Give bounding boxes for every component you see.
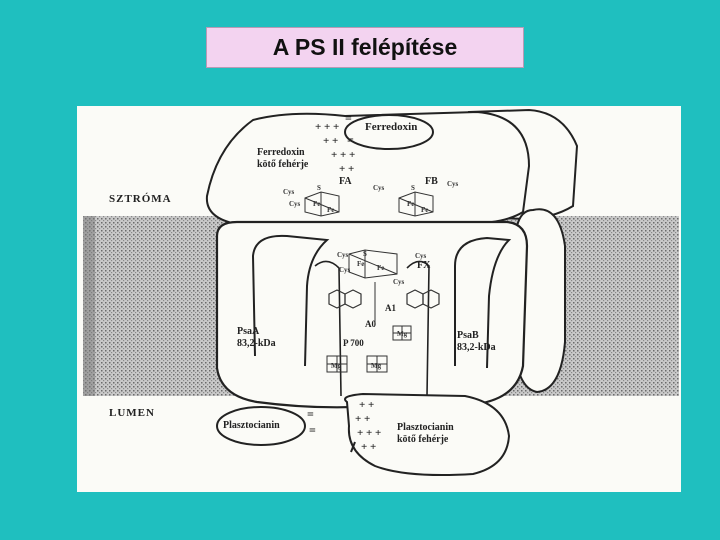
membrane-left-edge	[83, 216, 95, 396]
ps-diagram: + + + + + + + + + + = = + + + + + + + + …	[77, 106, 681, 492]
ferredoxin-binding-label-1: Ferredoxin	[257, 147, 305, 158]
plus-charges-4: + +	[339, 163, 354, 175]
cys-label-1: Cys	[283, 188, 295, 196]
chlorophyll-a0	[392, 325, 412, 341]
plus-charges-2: + +	[323, 135, 338, 147]
psaB-label-1: PsaB	[457, 330, 479, 341]
plus-charges-1: + + +	[315, 121, 339, 133]
plastocyanin-binding-label-1: Plasztocianin	[397, 422, 454, 433]
cys-label-2: Cys	[289, 200, 301, 208]
cys-label-8: Cys	[393, 278, 405, 286]
psaA-label-2: 83,2-kDa	[237, 338, 276, 349]
plastocyanin-blob	[216, 406, 306, 446]
s-label-1: S	[317, 184, 321, 192]
ferredoxin-label: Ferredoxin	[365, 121, 417, 133]
fx-cluster	[348, 249, 398, 279]
stroma-label: SZTRÓMA	[109, 193, 172, 205]
mg-label-2: Mg	[331, 362, 342, 370]
fb-cluster	[398, 191, 434, 217]
s-label-3: S	[363, 250, 367, 258]
a1-label: A1	[385, 303, 396, 313]
fx-label: FX	[417, 260, 431, 271]
central-divider	[314, 260, 430, 397]
psaA-label-1: PsaA	[237, 326, 260, 337]
p700-label: P 700	[343, 338, 364, 348]
plastocyanin-binding-protein	[344, 392, 511, 476]
fe-label-2: Fe	[327, 206, 334, 214]
plus-charges-7: + + +	[357, 427, 381, 439]
minus-charges-3: =	[307, 407, 314, 421]
plus-charges-5: + +	[359, 399, 374, 411]
cys-label-4: Cys	[447, 180, 459, 188]
fe-label-4: Fe	[421, 206, 428, 214]
minus-charges-1: =	[345, 111, 352, 125]
plastocyanin-label: Plasztocianin	[223, 420, 280, 431]
fe-label-6: Fe	[377, 264, 384, 272]
fe-label-3: Fe	[407, 200, 414, 208]
psaA-inner-loop	[251, 234, 330, 367]
psa-core	[215, 220, 529, 409]
lumen-label: LUMEN	[109, 407, 155, 419]
plastocyanin-binding-label-2: kötő fehérje	[397, 434, 449, 445]
cys-label-5: Cys	[337, 251, 349, 259]
cys-label-7: Cys	[415, 252, 427, 260]
minus-charges-2: =	[347, 133, 354, 147]
a1-quinone-left	[328, 289, 362, 309]
fa-cluster	[304, 191, 340, 217]
fa-label: FA	[339, 176, 352, 187]
plus-charges-6: + +	[355, 413, 370, 425]
mg-label-1: Mg	[397, 330, 408, 338]
chlorophyll-p700-right	[366, 355, 388, 373]
page-title: A PS II felépítése	[272, 34, 458, 60]
chlorophyll-p700-left	[326, 355, 348, 373]
mg-label-3: Mg	[371, 362, 382, 370]
psaB-label-2: 83,2-kDa	[457, 342, 496, 353]
fe-label-5: Fe	[357, 260, 364, 268]
cys-label-6: Cys	[339, 266, 351, 274]
fb-label: FB	[425, 176, 438, 187]
ferredoxin-binding-label-2: kötő fehérje	[257, 159, 309, 170]
ferredoxin-blob	[344, 114, 434, 150]
fe-label-1: Fe	[313, 200, 320, 208]
ps-diagram-svg: + + + + + + + + + + = = + + + + + + + + …	[83, 108, 679, 476]
plus-charges-3: + + +	[331, 149, 355, 161]
a0-label: A0	[365, 319, 376, 329]
plus-charges-8: + +	[361, 441, 376, 453]
title-box: A PS II felépítése	[206, 27, 524, 68]
s-label-2: S	[411, 184, 415, 192]
cys-label-3: Cys	[373, 184, 385, 192]
lumen-pointer	[350, 441, 356, 453]
a1-quinone-right	[406, 289, 440, 309]
psaB-inner-loop	[454, 236, 512, 369]
minus-charges-4: =	[309, 423, 316, 437]
